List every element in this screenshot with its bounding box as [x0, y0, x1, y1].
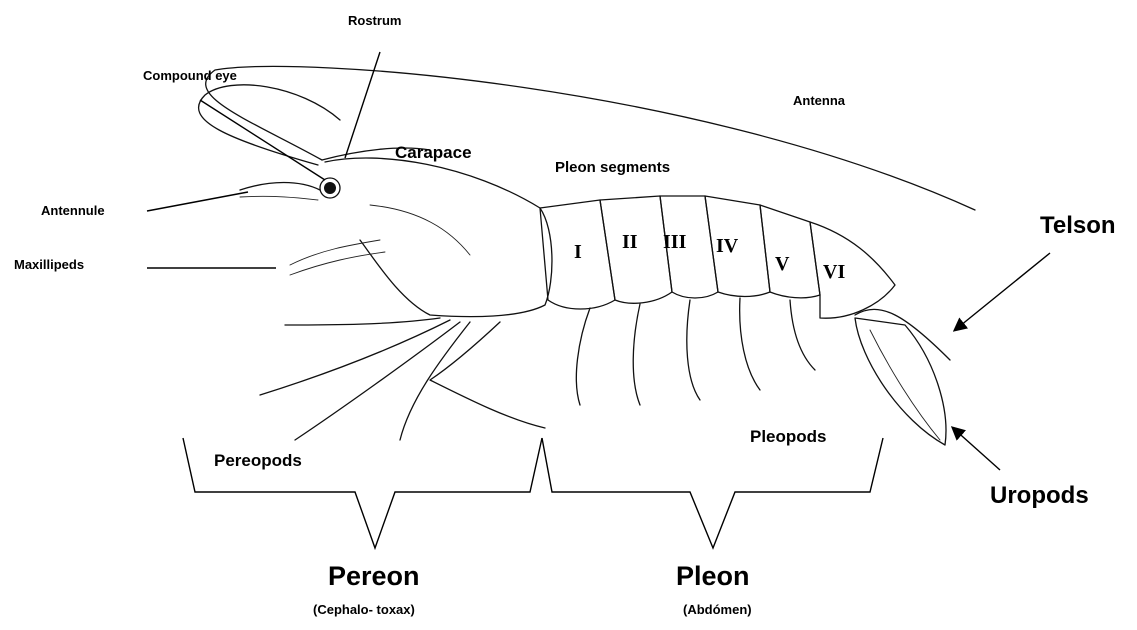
carapace-outline	[325, 158, 552, 317]
rostrum-leader	[345, 52, 380, 158]
uropod-shape	[855, 318, 946, 445]
pereon-sub-label: (Cephalo- toxax)	[313, 603, 415, 616]
pleopod-4	[740, 298, 760, 390]
pleopod-1	[576, 308, 590, 405]
pleon-label: Pleon	[676, 563, 750, 590]
uropods-label: Uropods	[990, 484, 1089, 508]
telson-label: Telson	[1040, 214, 1116, 238]
compound-eye-leader	[200, 100, 325, 180]
telson-arrow	[955, 253, 1050, 330]
pleon-sub-label: (Abdómen)	[683, 603, 752, 616]
pleon-brace	[542, 438, 883, 548]
eye-pupil	[324, 182, 336, 194]
carapace-groove	[370, 205, 470, 255]
pereopod-5	[430, 322, 545, 428]
segment-numeral-1: I	[574, 242, 582, 262]
pleopod-3	[687, 300, 700, 400]
maxillipeds-label: Maxillipeds	[14, 258, 84, 271]
pereopods-label: Pereopods	[214, 452, 302, 469]
pereopod-3	[295, 322, 460, 440]
antenna-whip-inner	[199, 85, 340, 165]
antennule-leader	[147, 192, 248, 211]
segment-numeral-5: V	[775, 254, 789, 274]
telson-shape	[855, 309, 950, 360]
antennule-label: Antennule	[41, 204, 105, 217]
pleopods-label: Pleopods	[750, 428, 827, 445]
antenna-whip	[206, 66, 975, 210]
pleopod-5	[790, 300, 815, 370]
antenna-label: Antenna	[793, 94, 845, 107]
pleopod-2	[633, 304, 640, 405]
segment-numeral-2: II	[622, 232, 638, 252]
segment-numeral-6: VI	[823, 262, 845, 282]
pereopod-1	[285, 318, 440, 325]
pereopod-2	[260, 320, 450, 395]
pereopod-4	[400, 322, 470, 440]
pleon-segments-label: Pleon segments	[555, 160, 670, 175]
segment-numeral-3: III	[663, 232, 686, 252]
pereon-label: Pereon	[328, 563, 420, 590]
pleon-segment-5	[760, 205, 820, 298]
rostrum-label: Rostrum	[348, 14, 401, 27]
uropods-arrow	[953, 428, 1000, 470]
compound-eye-label: Compound eye	[143, 69, 237, 82]
carapace-label: Carapace	[395, 144, 472, 161]
antennule-shape	[240, 183, 320, 191]
segment-numeral-4: IV	[716, 236, 738, 256]
